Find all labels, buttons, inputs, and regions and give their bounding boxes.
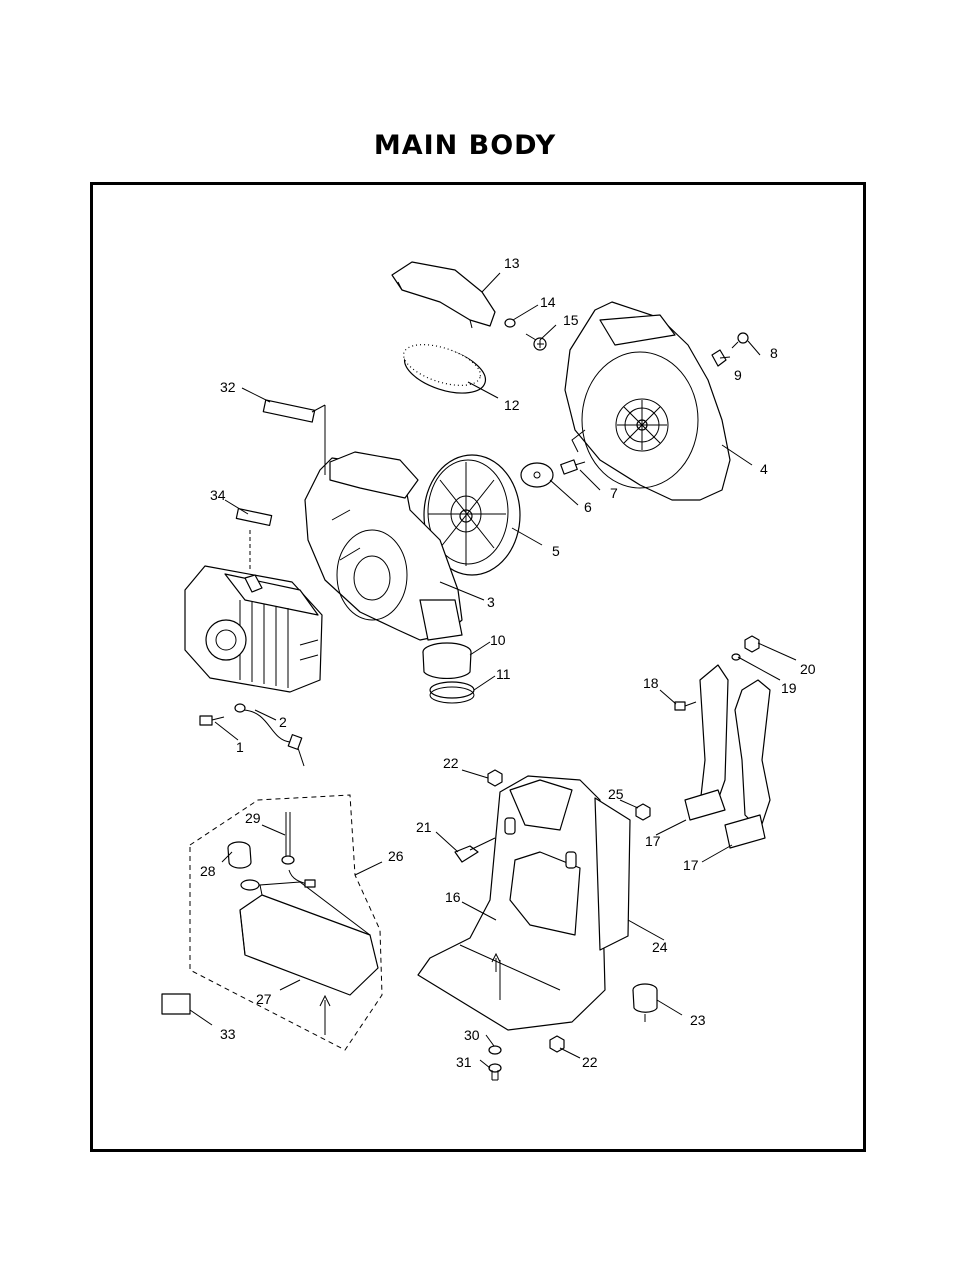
part-label-29: 29 — [245, 810, 261, 826]
part-label-15: 15 — [563, 312, 579, 328]
part-label-10: 10 — [490, 632, 506, 648]
part-label-17: 17 — [645, 833, 661, 849]
part-label-17: 17 — [683, 857, 699, 873]
shoulder-strap — [724, 679, 771, 849]
fan — [423, 454, 521, 576]
part-label-18: 18 — [643, 675, 659, 691]
nut — [549, 1035, 565, 1053]
part-label-11: 11 — [496, 666, 511, 682]
back-pad — [594, 797, 631, 951]
bolt — [674, 701, 697, 711]
fuel-cap — [227, 841, 260, 891]
part-label-9: 9 — [734, 367, 742, 383]
part-label-1: 1 — [236, 739, 244, 755]
fan-case — [564, 301, 731, 501]
diagram-frame — [90, 182, 866, 1152]
screw — [731, 332, 749, 349]
part-label-22: 22 — [443, 755, 459, 771]
part-label-28: 28 — [200, 863, 216, 879]
bolt — [454, 837, 496, 863]
part-label-33: 33 — [220, 1026, 236, 1042]
part-label-30: 30 — [464, 1027, 480, 1043]
warning-label — [262, 399, 316, 423]
part-label-12: 12 — [504, 397, 520, 413]
part-label-22: 22 — [582, 1054, 598, 1070]
shoulder-strap — [684, 664, 729, 821]
engine — [184, 565, 323, 693]
part-label-16: 16 — [445, 889, 461, 905]
part-label-14: 14 — [540, 294, 556, 310]
part-label-25: 25 — [608, 786, 624, 802]
part-label-26: 26 — [388, 848, 404, 864]
part-label-31: 31 — [456, 1054, 472, 1070]
nut — [635, 803, 651, 821]
fan-nut — [560, 459, 586, 475]
damper — [632, 983, 658, 1022]
fuel-tank-group-outline — [189, 794, 383, 1051]
air-filter — [402, 344, 487, 394]
part-label-5: 5 — [552, 543, 560, 559]
part-label-27: 27 — [256, 991, 272, 1007]
bolt — [199, 715, 225, 726]
fuel-tank — [239, 881, 379, 1035]
washer — [731, 653, 741, 661]
part-label-20: 20 — [800, 661, 816, 677]
washer-plate — [520, 462, 554, 488]
part-number-labels: 13 14 15 12 32 34 8 9 4 7 6 5 3 10 11 2 … — [200, 255, 816, 1070]
blower-housing — [304, 451, 463, 641]
nut — [487, 769, 503, 787]
part-label-24: 24 — [652, 939, 668, 955]
leader-lines — [189, 272, 797, 1069]
part-label-8: 8 — [770, 345, 778, 361]
part-label-7: 7 — [610, 485, 618, 501]
page-title: MAIN BODY — [373, 130, 557, 161]
screw — [525, 333, 547, 351]
fuel-line — [281, 812, 316, 888]
part-label-4: 4 — [760, 461, 768, 477]
ground-wire — [234, 703, 305, 767]
part-label-13: 13 — [504, 255, 520, 271]
part-label-32: 32 — [220, 379, 236, 395]
part-label-21: 21 — [416, 819, 432, 835]
air-cleaner-cover — [391, 261, 496, 329]
band — [429, 681, 475, 704]
part-label-6: 6 — [584, 499, 592, 515]
small-label — [235, 507, 273, 527]
back-frame — [417, 775, 606, 1031]
part-label-34: 34 — [210, 487, 226, 503]
part-label-3: 3 — [487, 594, 495, 610]
part-label-23: 23 — [690, 1012, 706, 1028]
fuel-label — [161, 993, 191, 1015]
part-label-2: 2 — [279, 714, 287, 730]
washer — [488, 1045, 502, 1055]
nut — [744, 635, 760, 653]
washer — [504, 318, 516, 328]
clip — [711, 349, 727, 367]
bolt — [488, 1063, 502, 1081]
intake-pipe — [422, 642, 472, 680]
part-label-19: 19 — [781, 680, 797, 696]
